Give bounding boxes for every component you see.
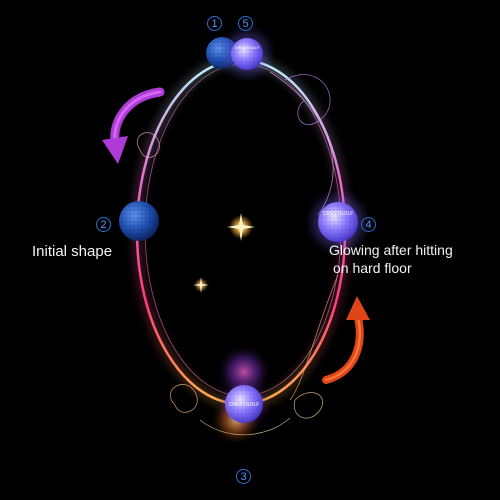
curved-arrow-up-icon: [322, 296, 370, 384]
step-number-3: 3: [236, 469, 251, 484]
caption-glowing: Glowing after hitting on hard floor: [329, 241, 499, 277]
curved-arrow-down-icon: [102, 87, 165, 164]
step-number-4: 4: [361, 217, 376, 232]
caption-glowing-line-2: on hard floor: [333, 260, 412, 276]
golf-ball-position-3: CRESTGOLF: [210, 344, 274, 446]
caption-initial-shape: Initial shape: [32, 243, 113, 260]
golf-ball-position-5: CRESTGOLF: [225, 32, 269, 76]
ball-brand-text: CRESTGOLF: [323, 211, 354, 217]
step-number-2: 2: [96, 217, 111, 232]
ball-brand-text: CRESTGOLF: [229, 402, 260, 408]
golf-ball-position-4: CRESTGOLF: [312, 196, 364, 248]
step-number-1: 1: [207, 16, 222, 31]
swirl-lines: [137, 71, 339, 436]
caption-glowing-line-1: Glowing after hitting: [329, 242, 453, 258]
ball-brand-text: CRESTGOLF: [235, 45, 260, 50]
sparkle-icon: [227, 213, 255, 241]
sparkle-small-icon: [193, 277, 209, 293]
golf-ball-position-2: [119, 201, 159, 241]
step-number-5: 5: [238, 16, 253, 31]
